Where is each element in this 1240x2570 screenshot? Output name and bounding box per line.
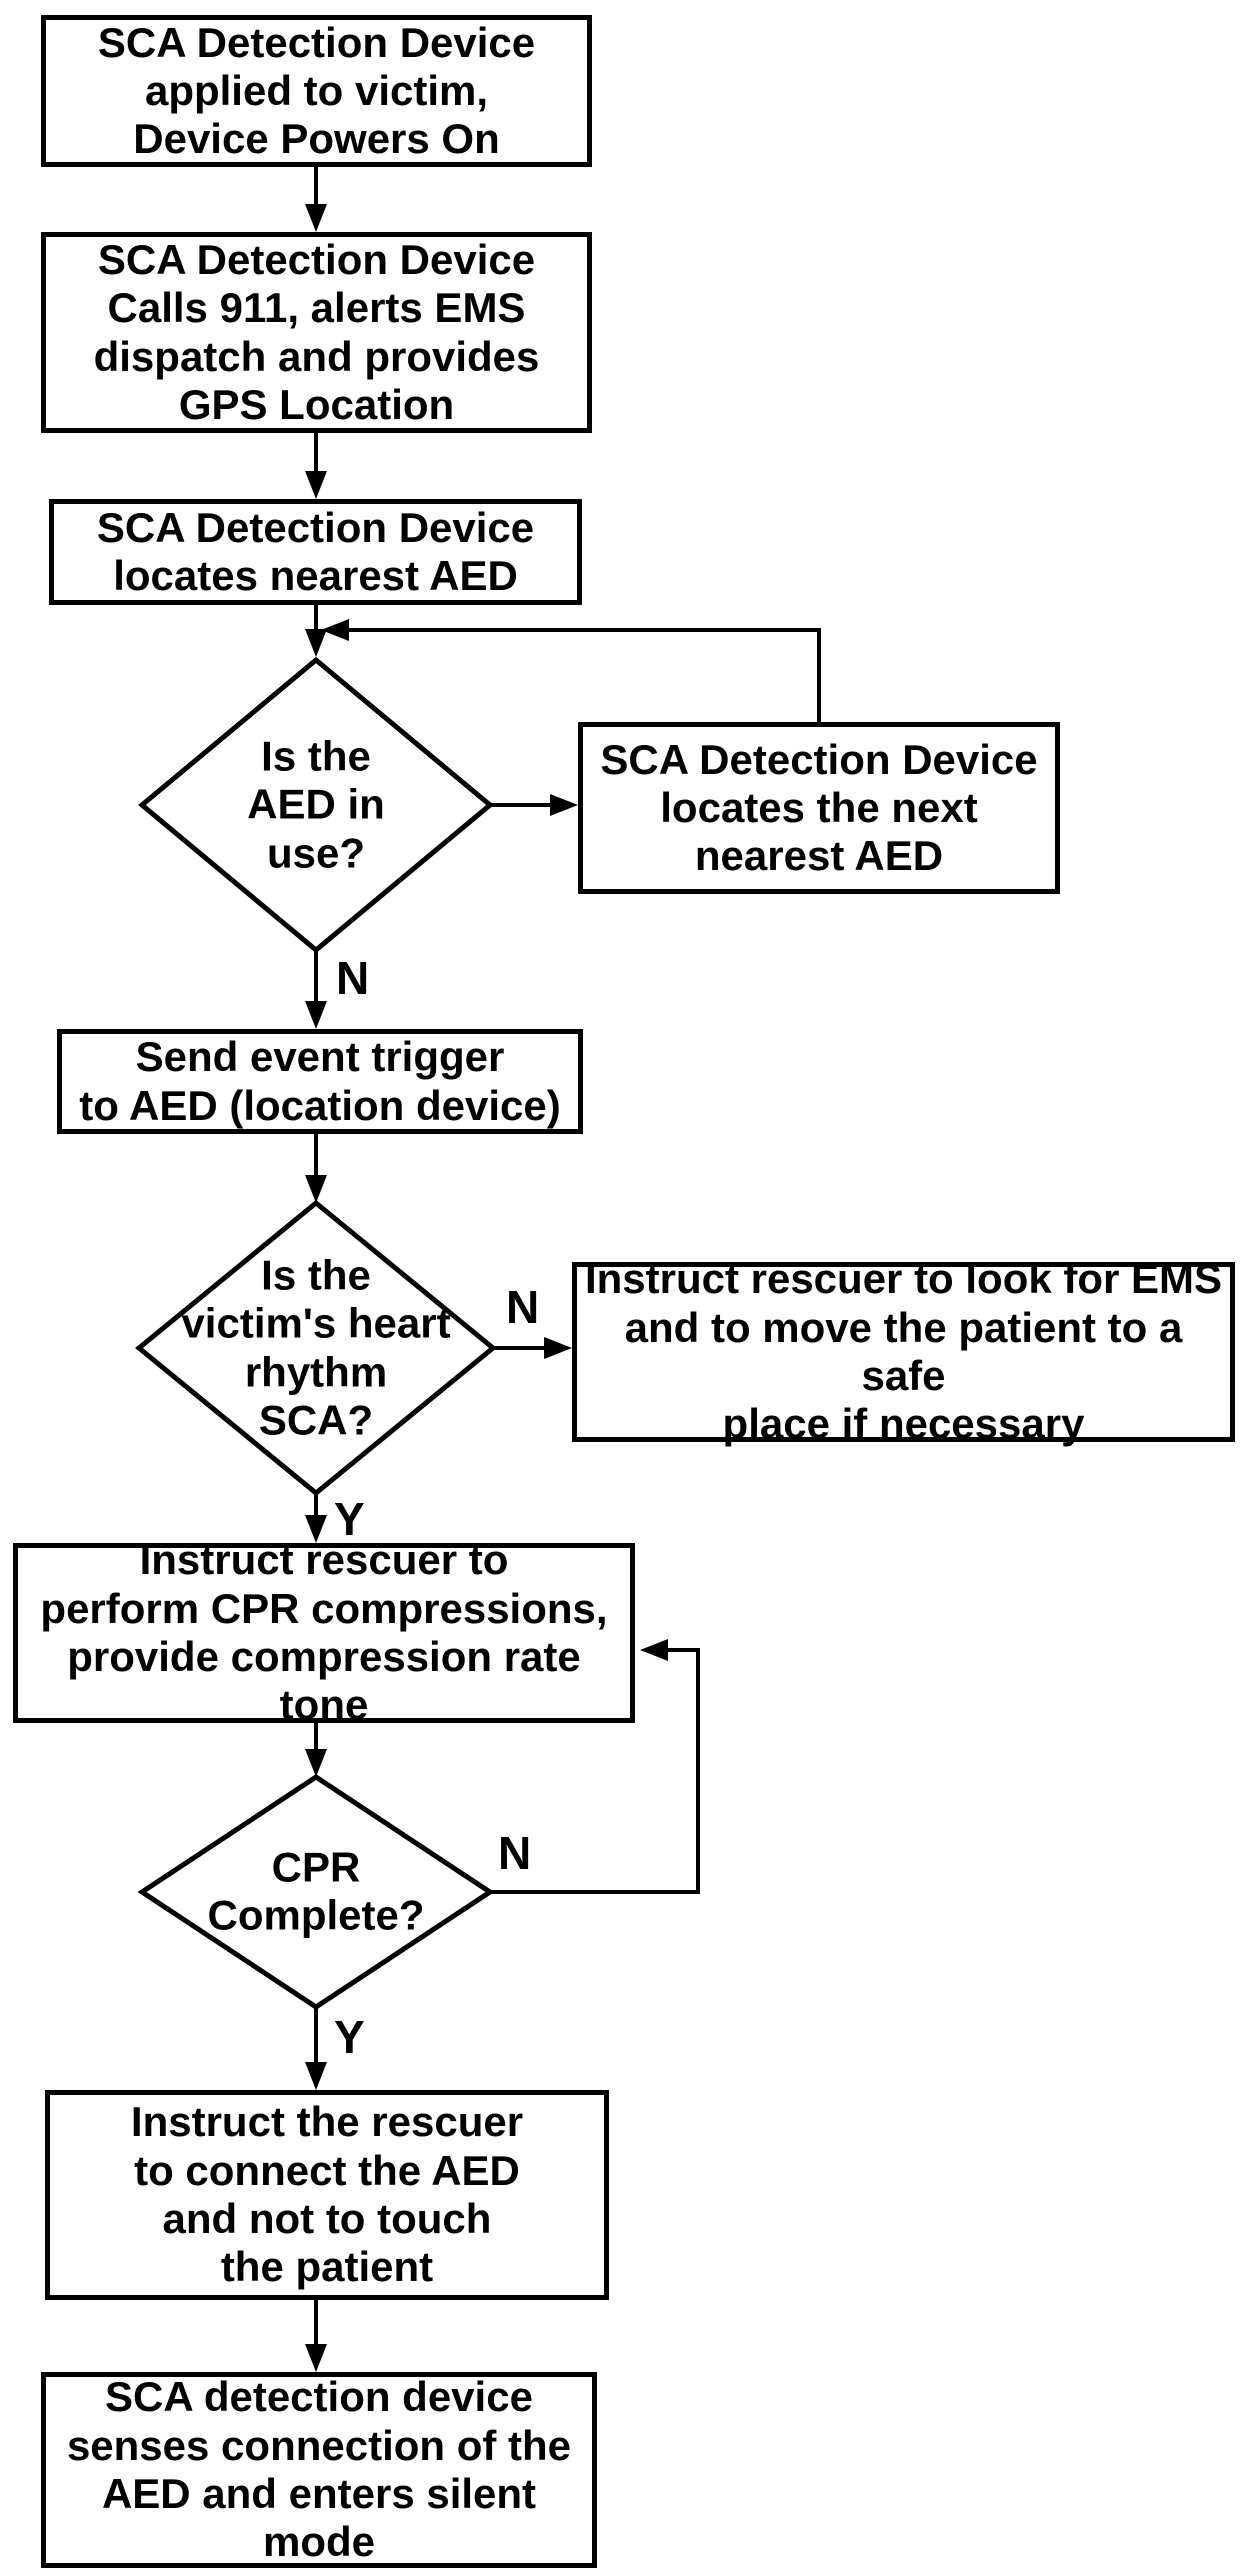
branch-label-d1-no: N [336,952,370,1004]
process-box-device-applied-text: SCA Detection Device applied to victim, … [97,18,536,163]
arrow-d1-b4 [305,950,327,1029]
process-box-calls-911-text: SCA Detection Device Calls 911, alerts E… [93,235,540,428]
process-box-send-event-trigger: Send event trigger to AED (location devi… [57,1029,583,1134]
branch-label-d3-yes: Y [334,2011,365,2063]
loop-d3-b6 [490,1639,700,1894]
arrow-d2-r2 [493,1337,572,1359]
process-box-perform-cpr: Instruct rescuer to perform CPR compress… [13,1536,635,1728]
arrow-b7-b8 [305,2300,327,2372]
decision-diamond-rhythm-sca [135,1199,497,1497]
process-box-locates-nearest-aed: SCA Detection Device locates nearest AED [49,499,582,605]
process-box-calls-911: SCA Detection Device Calls 911, alerts E… [41,232,592,433]
decision-label-cpr-complete: CPR Complete? [207,1843,425,1939]
decision-diamond-aed-in-use [138,656,494,954]
process-box-device-applied: SCA Detection Device applied to victim, … [41,15,592,167]
process-box-look-for-ems-text: Instruct rescuer to look for EMS and to … [584,1255,1223,1448]
branch-label-d2-yes: Y [334,1493,365,1545]
feedback-r1-junction [321,619,821,722]
process-box-look-for-ems: Instruct rescuer to look for EMS and to … [572,1255,1235,1447]
arrow-b2-b3 [305,433,327,499]
branch-label-d3-no: N [498,1827,532,1879]
process-box-connect-aed: Instruct the rescuer to connect the AED … [45,2090,609,2300]
process-box-locates-next-nearest-aed: SCA Detection Device locates the next ne… [578,722,1060,894]
process-box-locates-nearest-aed-text: SCA Detection Device locates nearest AED [96,503,535,599]
process-box-locates-next-nearest-aed-text: SCA Detection Device locates the next ne… [600,735,1038,880]
arrow-d1-r1 [490,794,578,816]
process-box-silent-mode-text: SCA detection device senses connection o… [66,2373,572,2566]
process-box-send-event-trigger-text: Send event trigger to AED (location devi… [79,1033,561,1129]
arrow-b6-d3 [305,1723,327,1777]
process-box-connect-aed-text: Instruct the rescuer to connect the AED … [130,2098,524,2291]
arrow-b1-b2 [305,167,327,232]
arrow-d2-b6 [305,1493,327,1543]
arrow-d3-b7 [305,2007,327,2090]
arrow-b3-d1 [305,605,327,657]
process-box-silent-mode: SCA detection device senses connection o… [41,2372,597,2568]
decision-label-rhythm-sca: Is the victim's heart rhythm SCA? [181,1251,451,1444]
decision-diamond-cpr-complete [137,1774,495,2010]
arrow-b4-d2 [305,1134,327,1203]
branch-label-d2-no: N [506,1281,540,1333]
decision-label-aed-in-use: Is the AED in use? [247,732,385,877]
process-box-perform-cpr-text: Instruct rescuer to perform CPR compress… [40,1536,608,1729]
